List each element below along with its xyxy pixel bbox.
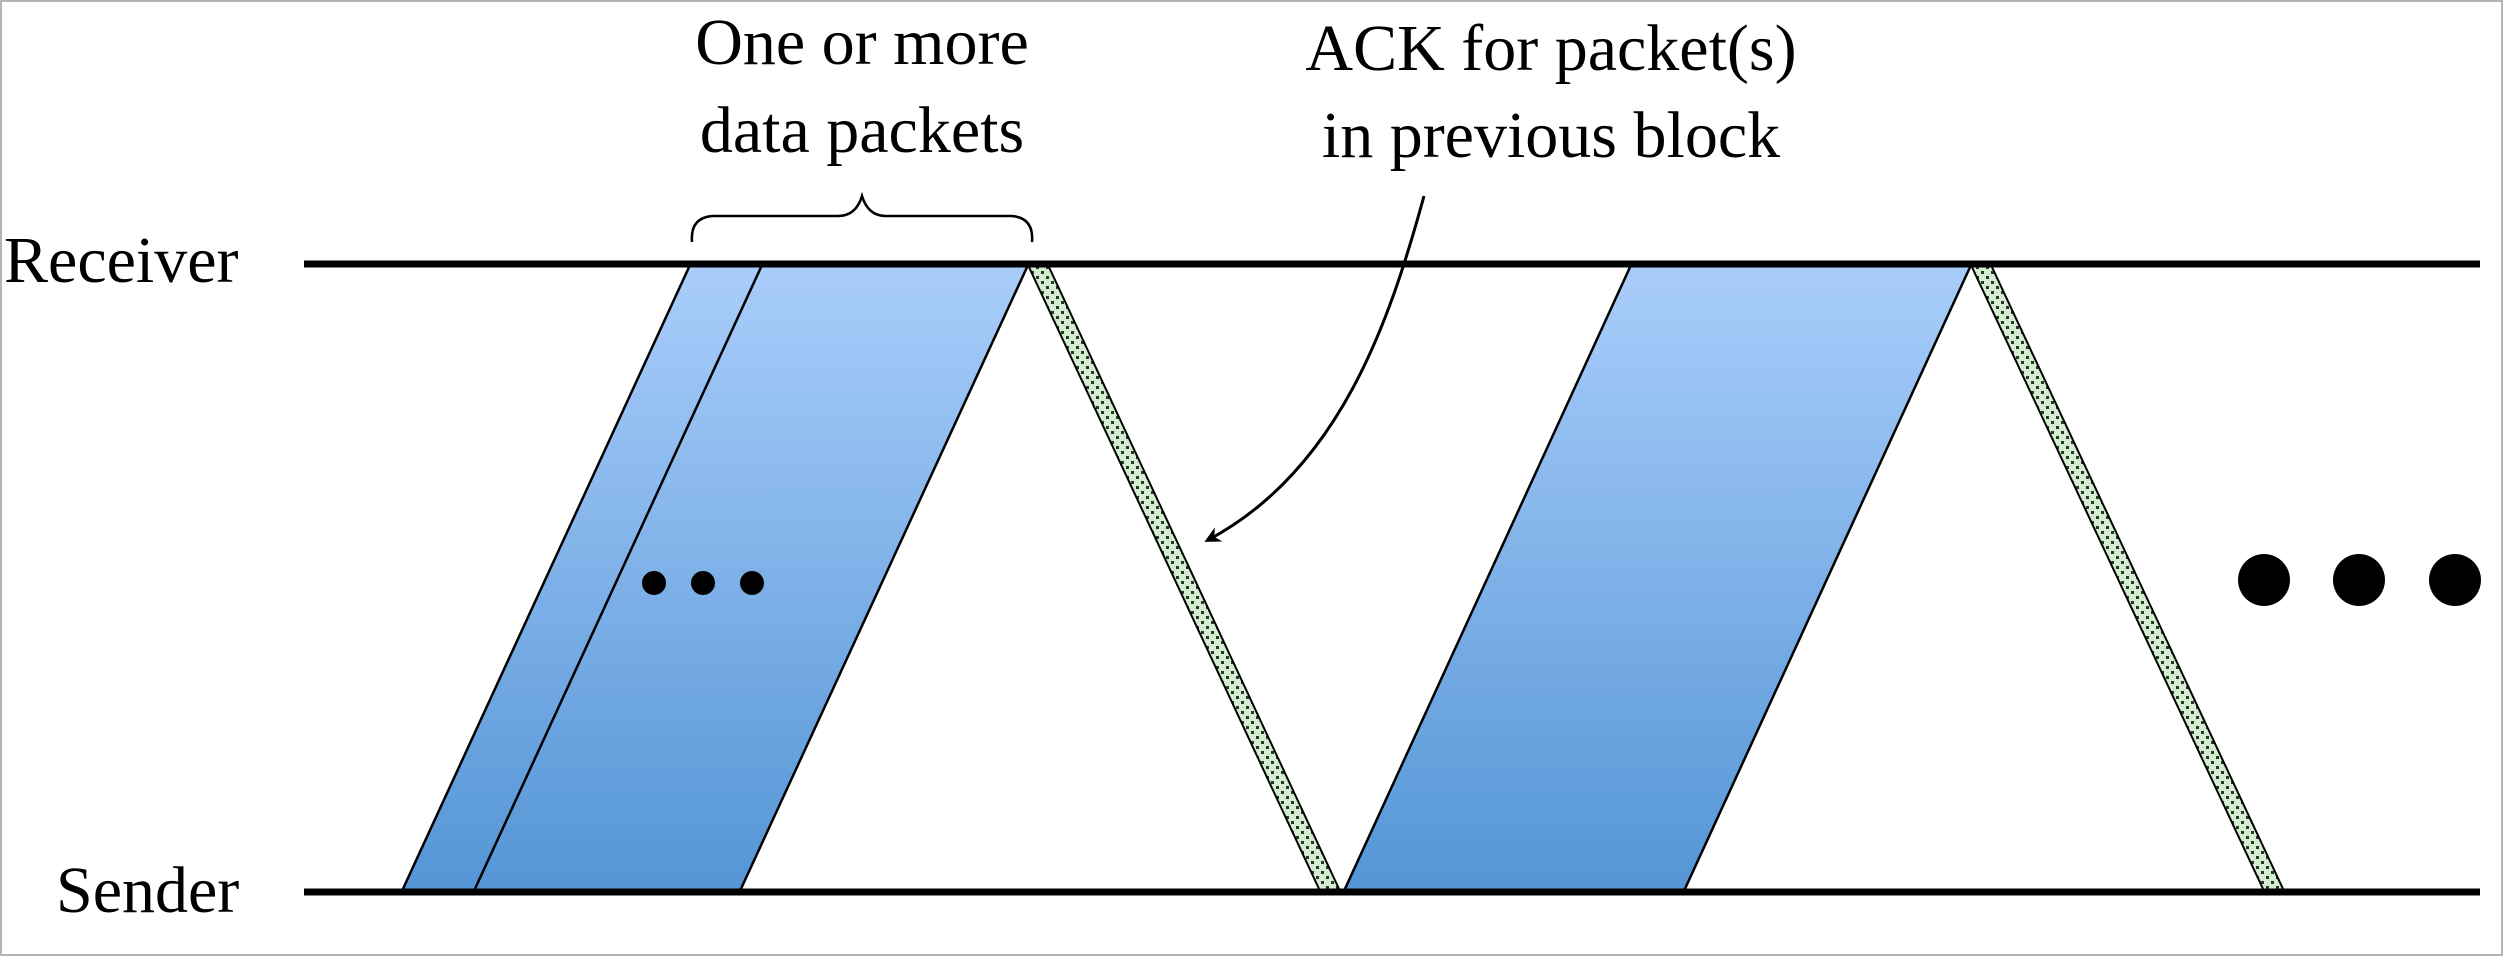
- ack-band-1: [1026, 264, 1342, 892]
- receiver-label: Receiver: [4, 224, 239, 297]
- ack-pointer-arrow: [1204, 195, 1426, 542]
- packet-block-2: [1342, 263, 1973, 893]
- sender-label: Sender: [56, 854, 239, 927]
- packet-block-1-main: [400, 263, 1030, 893]
- ack-annotation-line2: in previous block: [1322, 99, 1780, 172]
- packet-ellipsis-small: [642, 571, 764, 595]
- ack-band-2: [1969, 264, 2286, 892]
- data-packets-annotation-line2: data packets: [700, 94, 1024, 167]
- packet-block-1-divider: [472, 264, 764, 892]
- continuation-ellipsis: [2238, 554, 2481, 606]
- ack-annotation-line1: ACK for packet(s): [1305, 12, 1796, 85]
- data-packets-annotation-line1: One or more: [695, 6, 1029, 79]
- data-packets-brace: [690, 191, 1034, 243]
